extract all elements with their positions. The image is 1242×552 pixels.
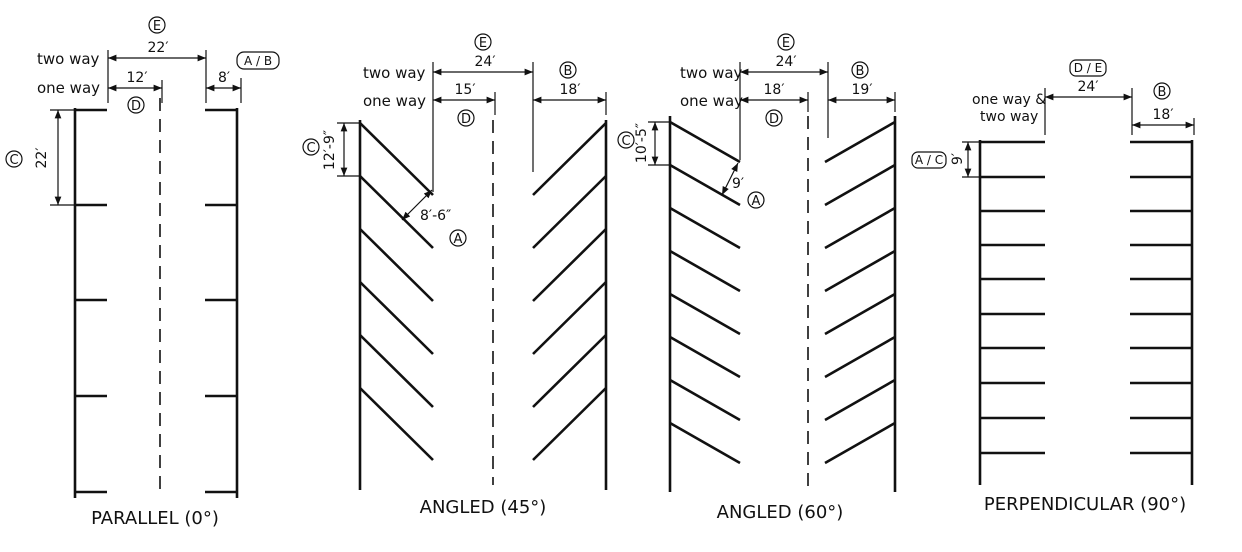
angled45-title: ANGLED (45°) bbox=[420, 497, 547, 518]
angled45-marker-d: D bbox=[461, 112, 471, 127]
angled45-right-stall-lines bbox=[532, 122, 607, 461]
angled45-stall-width-dimension bbox=[401, 189, 433, 221]
parallel-stall-depth: 8′ bbox=[218, 70, 230, 86]
angled45-one-way-label: one way bbox=[363, 92, 426, 110]
perpendicular-aisle-width: 24′ bbox=[1078, 79, 1099, 95]
perpendicular-marker-ac-box bbox=[911, 151, 947, 169]
angled60-marker-e: E bbox=[782, 36, 790, 51]
angled45-marker-d-circle bbox=[457, 109, 475, 127]
angled60-stall-width: 9′ bbox=[732, 176, 744, 192]
angled60-marker-e-circle bbox=[777, 33, 795, 51]
parallel-one-way-width: 12′ bbox=[127, 70, 148, 86]
parallel-stall-length: 22′ bbox=[34, 148, 50, 169]
angled-60-layout: E B D C A two way one way 24′ 18′ 19′ 10… bbox=[617, 33, 897, 523]
perpendicular-two-way-label: two way bbox=[980, 109, 1038, 125]
angled60-one-way-label: one way bbox=[680, 92, 743, 110]
parallel-two-way-width: 22′ bbox=[148, 40, 169, 56]
angled60-stall-length: 10′-5″ bbox=[634, 123, 650, 163]
parallel-marker-e-circle bbox=[148, 16, 166, 34]
angled45-marker-a-circle bbox=[449, 229, 467, 247]
angled45-marker-e: E bbox=[479, 36, 487, 51]
angled45-left-stall-lines bbox=[359, 122, 434, 461]
perpendicular-stall-depth: 18′ bbox=[1153, 107, 1174, 123]
perpendicular-marker-b-circle bbox=[1153, 82, 1171, 100]
parallel-title: PARALLEL (0°) bbox=[91, 508, 219, 529]
parallel-marker-c-circle bbox=[5, 150, 23, 168]
parallel-marker-c: C bbox=[9, 153, 18, 168]
angled60-marker-b: B bbox=[856, 64, 865, 79]
perpendicular-stall-width: 9′ bbox=[950, 153, 966, 165]
perpendicular-layout: D / E A / C B one way & two way 24′ 18′ … bbox=[911, 59, 1195, 515]
angled60-marker-d: D bbox=[769, 112, 779, 127]
parallel-one-way-label: one way bbox=[37, 79, 100, 97]
angled45-stall-width: 8′-6″ bbox=[420, 208, 451, 224]
angled60-left-stall-lines bbox=[669, 120, 741, 465]
parallel-marker-d-circle bbox=[127, 96, 145, 114]
angled45-marker-b: B bbox=[564, 64, 573, 79]
parallel-left-stall-lines bbox=[75, 108, 107, 494]
angled45-marker-c-circle bbox=[302, 138, 320, 156]
angled60-marker-b-circle bbox=[851, 61, 869, 79]
parallel-marker-d: D bbox=[131, 99, 141, 114]
angled60-stall-depth: 19′ bbox=[852, 82, 873, 98]
parallel-two-way-label: two way bbox=[37, 50, 100, 68]
angled45-marker-a: A bbox=[454, 232, 463, 247]
angled60-stall-width-dimension bbox=[721, 162, 739, 196]
angled60-marker-c: C bbox=[621, 134, 630, 149]
perpendicular-one-way-label: one way & bbox=[972, 92, 1046, 108]
angled45-marker-c: C bbox=[306, 141, 315, 156]
angled-45-layout: E B D C A two way one way 24′ 15′ 18′ 12… bbox=[302, 33, 608, 518]
angled60-marker-a-circle bbox=[747, 191, 765, 209]
angled45-marker-e-circle bbox=[474, 33, 492, 51]
angled45-one-way-width: 15′ bbox=[455, 82, 476, 98]
angled60-title: ANGLED (60°) bbox=[717, 502, 844, 523]
angled60-right-stall-lines bbox=[824, 120, 896, 465]
perpendicular-left-stall-lines bbox=[980, 140, 1045, 455]
perpendicular-right-stall-lines bbox=[1130, 140, 1192, 455]
parallel-marker-ab-box bbox=[236, 51, 280, 70]
angled45-stall-length: 12′-9″ bbox=[322, 130, 338, 170]
angled60-marker-c-circle bbox=[617, 131, 635, 149]
angled45-marker-b-circle bbox=[559, 61, 577, 79]
angled60-marker-d-circle bbox=[765, 109, 783, 127]
angled45-two-way-label: two way bbox=[363, 64, 426, 82]
parallel-right-stall-lines bbox=[205, 108, 237, 494]
angled60-marker-a: A bbox=[752, 194, 761, 209]
perpendicular-marker-ac: A / C bbox=[915, 153, 943, 167]
perpendicular-marker-de-box bbox=[1069, 59, 1107, 77]
perpendicular-marker-b: B bbox=[1158, 85, 1167, 100]
angled45-two-way-width: 24′ bbox=[475, 54, 496, 70]
perpendicular-marker-de: D / E bbox=[1074, 61, 1103, 75]
parallel-marker-ab: A / B bbox=[244, 54, 272, 68]
parallel-marker-e: E bbox=[153, 19, 161, 34]
perpendicular-title: PERPENDICULAR (90°) bbox=[984, 494, 1186, 515]
parallel-layout: E D C A / B two way one way 22′ 12′ 8′ 2… bbox=[5, 16, 280, 529]
angled45-stall-depth: 18′ bbox=[560, 82, 581, 98]
angled60-one-way-width: 18′ bbox=[764, 82, 785, 98]
angled60-two-way-label: two way bbox=[680, 64, 743, 82]
angled60-two-way-width: 24′ bbox=[776, 54, 797, 70]
